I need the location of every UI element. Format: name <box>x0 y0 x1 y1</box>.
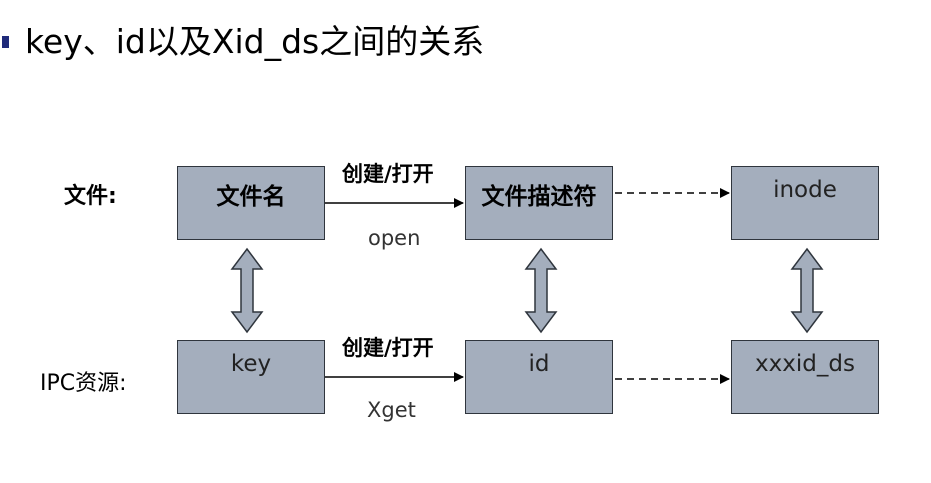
bullet-icon <box>2 36 9 48</box>
double-arrow-1 <box>230 247 264 334</box>
page-title: key、id以及Xid_ds之间的关系 <box>25 22 485 61</box>
id-box: id <box>465 340 613 414</box>
key-box: key <box>177 340 325 414</box>
file-descriptor-box: 文件描述符 <box>465 166 613 240</box>
title-row: key、id以及Xid_ds之间的关系 <box>0 14 484 64</box>
ipc-arrow-top-label: 创建/打开 <box>342 336 434 360</box>
ipc-row-label: IPC资源: <box>40 371 127 396</box>
ipc-arrow-bottom-label: Xget <box>367 398 416 422</box>
file-row-label: 文件: <box>64 184 117 209</box>
xxxid-ds-box: xxxid_ds <box>731 340 879 414</box>
inode-box: inode <box>731 166 879 240</box>
file-arrow-bottom-label: open <box>368 226 421 250</box>
double-arrow-3 <box>790 247 824 334</box>
filename-box: 文件名 <box>177 166 325 240</box>
file-arrow-top-label: 创建/打开 <box>342 162 434 186</box>
double-arrow-2 <box>524 247 558 334</box>
